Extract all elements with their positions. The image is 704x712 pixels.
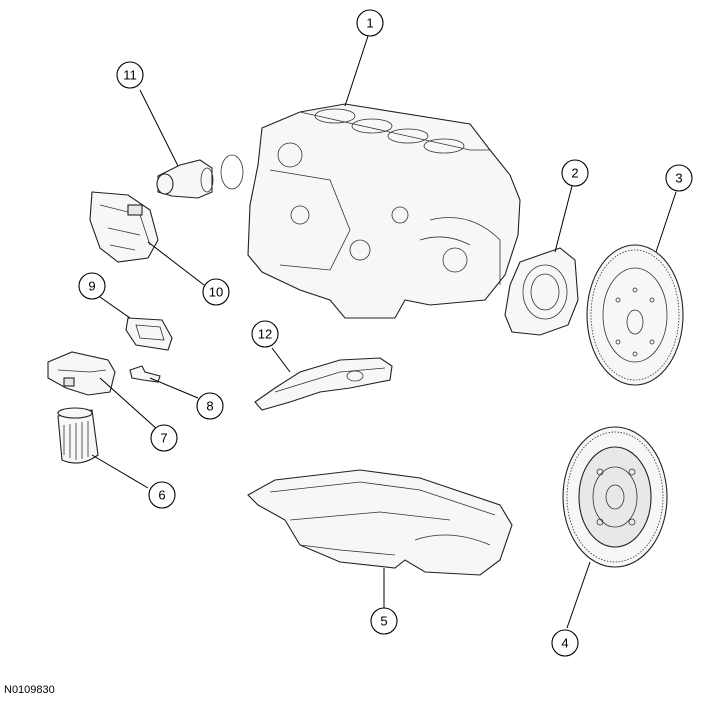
leader-line-11 xyxy=(139,89,179,167)
callout-7: 7 xyxy=(150,424,178,452)
leader-line-3 xyxy=(655,191,677,253)
figure-reference-id: N0109830 xyxy=(4,684,55,696)
callout-label-3: 3 xyxy=(675,171,682,186)
dual-mass-flywheel xyxy=(562,426,668,568)
callout-label-5: 5 xyxy=(380,614,387,629)
oil-separator xyxy=(89,191,159,263)
bolt xyxy=(129,365,161,383)
callout-label-11: 11 xyxy=(123,68,137,83)
callout-label-8: 8 xyxy=(206,399,213,414)
callout-label-1: 1 xyxy=(366,16,373,31)
callout-9: 9 xyxy=(78,272,106,300)
callout-10: 10 xyxy=(202,278,230,306)
callout-label-9: 9 xyxy=(88,279,95,294)
flywheel xyxy=(586,244,684,386)
callout-5: 5 xyxy=(370,607,398,635)
oil-filter-adapter xyxy=(47,351,116,396)
oil-pickup-tube xyxy=(254,357,393,411)
leader-line-4 xyxy=(566,561,591,629)
leader-line-10 xyxy=(147,241,205,286)
callout-label-7: 7 xyxy=(160,431,167,446)
leader-line-7 xyxy=(99,377,159,431)
callout-label-12: 12 xyxy=(258,327,272,342)
oil-pan xyxy=(247,469,513,576)
callout-8: 8 xyxy=(196,392,224,420)
leader-line-9 xyxy=(99,296,131,319)
thermostat-housing xyxy=(156,154,244,199)
callout-3: 3 xyxy=(665,164,693,192)
callout-1: 1 xyxy=(356,9,384,37)
gasket xyxy=(125,317,173,351)
callout-label-10: 10 xyxy=(209,285,223,300)
callout-label-4: 4 xyxy=(561,636,568,651)
leader-line-8 xyxy=(149,377,199,399)
callout-2: 2 xyxy=(561,159,589,187)
rear-main-seal xyxy=(504,247,579,336)
leader-line-6 xyxy=(91,454,149,489)
leader-line-1 xyxy=(344,35,369,107)
oil-filter xyxy=(57,407,99,464)
leader-line-12 xyxy=(271,347,291,373)
callout-label-2: 2 xyxy=(571,166,578,181)
callout-6: 6 xyxy=(148,481,176,509)
callout-12: 12 xyxy=(251,320,279,348)
callout-11: 11 xyxy=(116,61,144,89)
leader-line-2 xyxy=(554,185,573,253)
callout-4: 4 xyxy=(551,629,579,657)
callout-label-6: 6 xyxy=(158,488,165,503)
cylinder-block xyxy=(247,103,521,319)
